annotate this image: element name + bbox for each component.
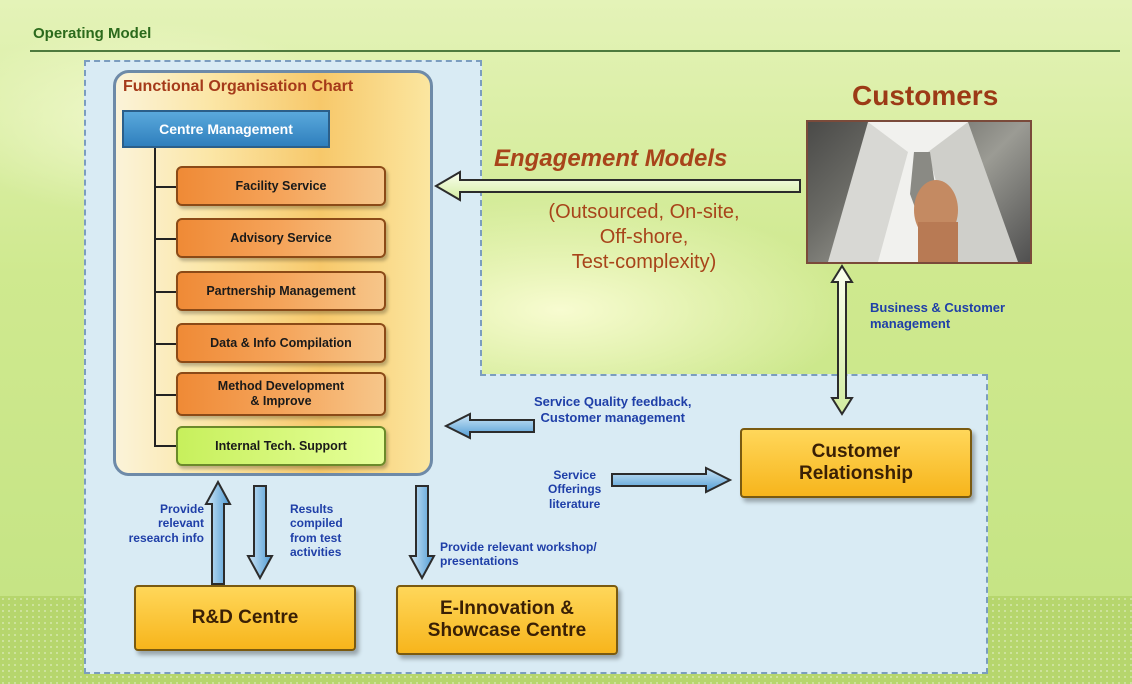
operating-area-join	[478, 376, 484, 670]
business-customer-label: Business & Customer management	[870, 300, 1006, 331]
research-info-arrow	[204, 479, 232, 585]
engagement-arrow	[434, 170, 801, 202]
results-compiled-label: Results compiled from test activities	[290, 502, 343, 560]
function-partnership-management: Partnership Management	[176, 271, 386, 311]
business-management-arrow	[830, 264, 854, 416]
research-info-label: Provide relevant research info	[128, 502, 204, 545]
header-divider	[30, 50, 1120, 52]
page-title: Operating Model	[33, 25, 152, 42]
function-internal-tech-support: Internal Tech. Support	[176, 426, 386, 466]
org-tree-branch	[154, 445, 176, 447]
org-chart-title: Functional Organisation Chart	[123, 78, 354, 95]
org-tree-branch	[154, 291, 176, 293]
results-compiled-arrow	[246, 485, 274, 581]
function-advisory-service: Advisory Service	[176, 218, 386, 258]
engagement-models-list: (Outsourced, On-site, Off-shore, Test-co…	[548, 201, 740, 273]
org-tree-branch	[154, 394, 176, 396]
service-quality-label: Service Quality feedback, Customer manag…	[534, 394, 692, 425]
customer-photo	[806, 120, 1032, 264]
centre-management-box: Centre Management	[122, 110, 330, 148]
e-innovation-box: E-Innovation & Showcase Centre	[396, 585, 618, 655]
service-offerings-arrow	[611, 466, 733, 494]
function-method-development: Method Development & Improve	[176, 372, 386, 416]
service-offerings-label: Service Offerings literature	[548, 468, 602, 511]
workshop-label: Provide relevant workshop/ presentations	[440, 540, 597, 569]
engagement-models-title: Engagement Models	[494, 145, 728, 172]
function-facility-service: Facility Service	[176, 166, 386, 206]
customer-relationship-box: Customer Relationship	[740, 428, 972, 498]
function-data-info-compilation: Data & Info Compilation	[176, 323, 386, 363]
customers-title: Customers	[852, 80, 999, 111]
service-quality-arrow	[443, 412, 535, 440]
org-tree-trunk	[154, 148, 156, 446]
customer-photo-illustration	[828, 122, 1018, 262]
workshop-arrow	[408, 485, 436, 581]
org-tree-branch	[154, 186, 176, 188]
operating-area-top-right-edge	[480, 60, 484, 376]
rd-centre-box: R&D Centre	[134, 585, 356, 651]
org-tree-branch	[154, 238, 176, 240]
org-tree-branch	[154, 343, 176, 345]
